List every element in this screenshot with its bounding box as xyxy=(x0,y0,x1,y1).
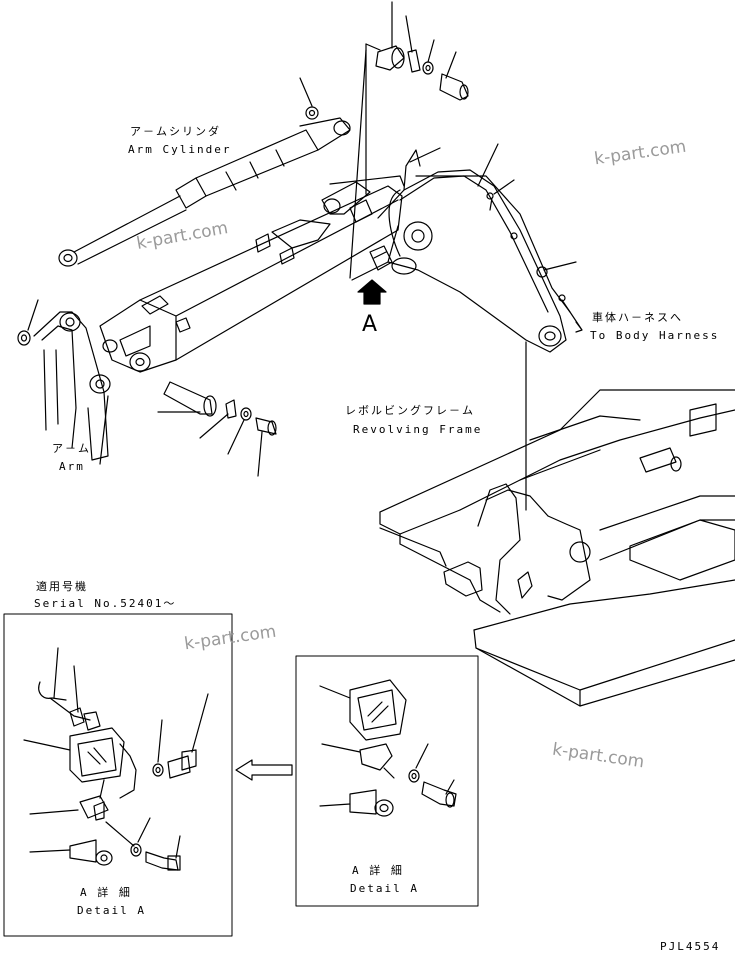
view-a-arrow xyxy=(357,279,387,305)
arm-end-drawing xyxy=(17,299,111,465)
detail-right-parts xyxy=(319,679,457,817)
detail-box-left xyxy=(3,613,233,937)
detail-left-label-en: Detail A xyxy=(77,904,146,917)
detail-left-label-jp: A 詳 細 xyxy=(80,886,132,899)
serial-title-jp: 適用号機 xyxy=(36,580,88,593)
bottom-pin-set xyxy=(157,381,277,477)
drawing-code: PJL4554 xyxy=(660,940,721,953)
serial-number: Serial No.52401～ xyxy=(34,597,177,610)
detail-right-label-en: Detail A xyxy=(350,882,419,895)
view-a-marker: A xyxy=(362,312,378,337)
harness-direction-arrow xyxy=(561,299,583,333)
arm-cylinder-label-en: Arm Cylinder xyxy=(128,143,232,156)
revolving-frame-drawing xyxy=(379,389,735,707)
arm-label-en: Arm xyxy=(59,460,85,473)
to-body-harness-label-en: To Body Harness xyxy=(590,329,720,342)
detail-right-label-jp: A 詳 細 xyxy=(352,864,404,877)
revolving-frame-label-en: Revolving Frame xyxy=(353,423,483,436)
washer-cylinder xyxy=(305,106,319,120)
revolving-frame-label-jp: レボルビングフレ－ム xyxy=(345,404,475,417)
detail-pointer-arrow xyxy=(235,759,293,781)
detail-left-parts xyxy=(23,647,209,871)
arm-cylinder-label-jp: ア－ムシリンダ xyxy=(130,125,221,138)
arm-label-jp: ア－ム xyxy=(52,442,91,455)
to-body-harness-label-jp: 車体ハ－ネスへ xyxy=(592,311,683,324)
top-pin-set xyxy=(375,1,469,101)
arm-cylinder-drawing xyxy=(58,117,351,267)
boom-drawing xyxy=(351,149,571,353)
arm-drawing xyxy=(99,175,405,373)
work-lamp-boom xyxy=(369,245,393,271)
detail-box-right xyxy=(295,655,479,907)
